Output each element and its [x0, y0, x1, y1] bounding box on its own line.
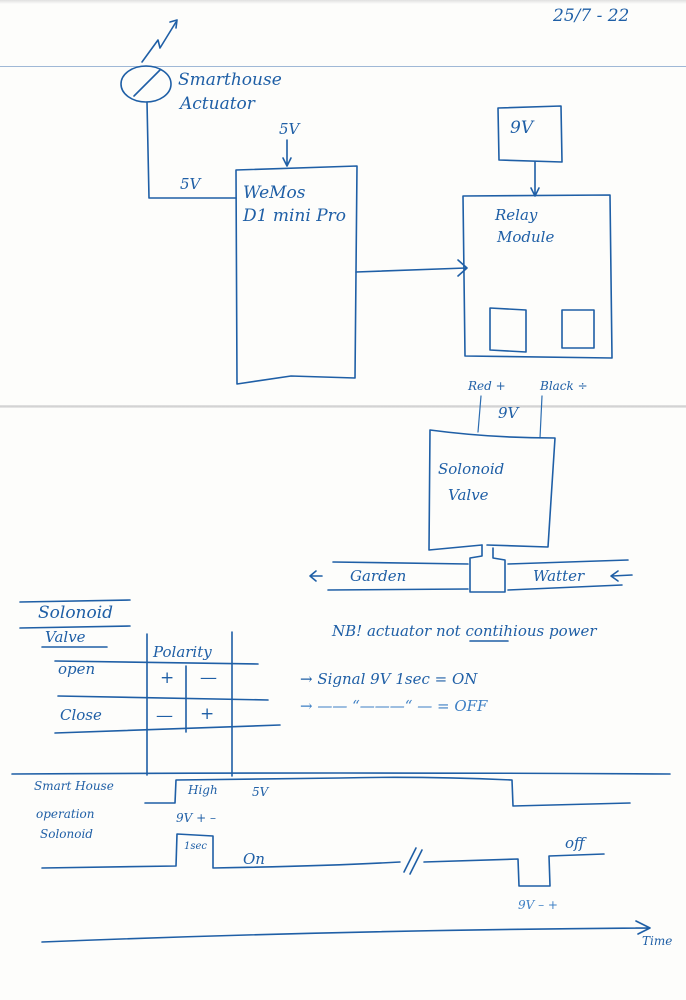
water-label: Watter — [533, 567, 585, 585]
table-row-close-label: Close — [60, 706, 102, 724]
nb-prefix: NB! actuator — [332, 622, 432, 640]
solenoid-red-lead — [477, 395, 482, 433]
paper-fold-line — [0, 405, 686, 408]
smarthouse-signal-trace — [144, 776, 631, 807]
table-open-b: — — [200, 668, 217, 688]
table-open-a: + — [160, 668, 175, 688]
solenoid-voltage-label: 9V — [498, 404, 519, 422]
note-signal-on: → Signal 9V 1sec = ON — [300, 670, 478, 688]
9v-box — [497, 105, 563, 163]
pulse-off-polarity: 9V – + — [518, 898, 558, 912]
table-title-2: Valve — [45, 628, 86, 646]
wemos-5v-arrow — [282, 139, 292, 167]
nb-emphasis: not — [435, 622, 461, 640]
actuator-wemos-voltage: 5V — [180, 175, 201, 193]
solenoid-signal-trace — [41, 833, 401, 869]
relay-terminal-2 — [561, 309, 595, 349]
off-label: off — [565, 834, 585, 852]
relay-terminal-1 — [489, 307, 527, 353]
high-label: High — [188, 783, 218, 797]
solenoid-black-lead — [539, 395, 543, 439]
pulse-duration: 1sec — [184, 841, 208, 852]
solenoid-label: Solonoid — [438, 460, 505, 478]
time-axis-arrow — [41, 920, 651, 943]
actuator-label-2: Actuator — [180, 94, 255, 114]
paper-edge — [0, 0, 686, 4]
black-lead-label: Black ÷ — [540, 379, 588, 393]
time-break-mark — [403, 847, 423, 875]
solenoid-box — [428, 429, 556, 551]
relay-box — [462, 194, 613, 359]
power-supply-label: 9V — [510, 118, 534, 138]
nb-note: NB! actuator not contihious power — [332, 624, 597, 639]
on-label: On — [243, 850, 265, 868]
garden-label: Garden — [350, 567, 407, 585]
9v-relay-arrow — [530, 161, 540, 197]
table-header-polarity: Polarity — [153, 643, 212, 661]
wemos-relay-wire — [355, 259, 468, 277]
timing-separator — [11, 772, 671, 775]
actuator-wire — [146, 101, 237, 199]
paper-rule-line — [0, 66, 686, 67]
garden-arrow-icon — [309, 570, 323, 582]
wemos-box — [235, 165, 358, 385]
actuator-label: Smarthouse — [178, 70, 282, 90]
table-close-b: + — [200, 704, 215, 724]
table-title: Solonoid — [38, 603, 114, 623]
water-arrow-icon — [610, 570, 633, 582]
pipe-connector — [469, 544, 506, 593]
timing-row2-label: operation — [36, 807, 95, 821]
solenoid-signal-trace-end — [423, 853, 605, 887]
actuator-circle-icon — [120, 65, 172, 103]
red-lead-label: Red + — [468, 379, 506, 393]
table-close-a: — — [156, 706, 173, 726]
high-voltage-label: 5V — [252, 785, 269, 799]
wemos-label: WeMos — [243, 183, 306, 203]
table-horizontals — [54, 660, 281, 734]
table-row-open-label: open — [58, 660, 96, 678]
wemos-label-2: D1 mini Pro — [243, 206, 346, 226]
nb-suffix: contihious power — [465, 622, 597, 640]
relay-label-2: Module — [497, 228, 555, 246]
time-axis-label: Time — [642, 934, 673, 948]
water-pipe — [507, 559, 629, 591]
garden-pipe — [327, 561, 469, 591]
wemos-supply-label: 5V — [279, 120, 300, 138]
timing-row3-label: Solonoid — [40, 827, 93, 841]
note-signal-off: → —— “———“ — = OFF — [300, 697, 488, 715]
relay-label: Relay — [495, 206, 538, 224]
pulse-on-polarity: 9V + – — [176, 811, 216, 825]
timing-row1-label: Smart House — [34, 779, 114, 793]
table-title-underline — [19, 625, 131, 648]
wireless-signal-icon — [141, 19, 178, 63]
table-title-rule — [19, 599, 131, 603]
solenoid-label-2: Valve — [448, 486, 489, 504]
sketch-date: 25/7 - 22 — [553, 6, 630, 26]
